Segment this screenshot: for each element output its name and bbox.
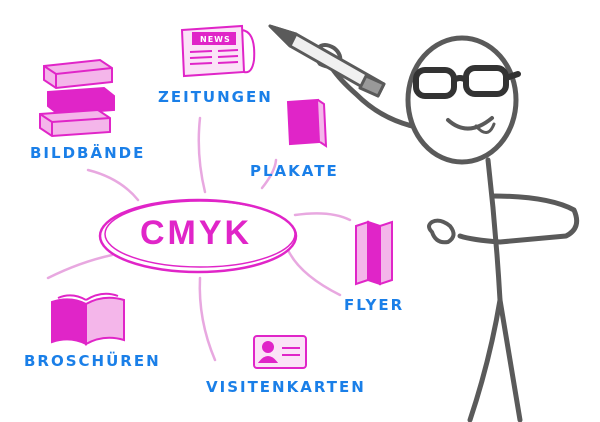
- figure-smile: [446, 116, 494, 131]
- poster-icon: [286, 98, 328, 148]
- business-card-icon: [253, 335, 307, 369]
- figure-head: [405, 35, 519, 165]
- books-icon: [39, 58, 115, 138]
- node-label-zeitungen: ZEITUNGEN: [158, 88, 273, 106]
- glasses-icon: [413, 65, 521, 99]
- node-label-visitenkarten: VISITENKARTEN: [206, 378, 366, 396]
- node-label-flyer: FLYER: [344, 296, 405, 314]
- node-label-broschueren: BROSCHÜREN: [24, 352, 161, 370]
- node-label-bildbaende: BILDBÄNDE: [30, 144, 146, 162]
- connector-zeitungen: [197, 116, 207, 194]
- figure-right-leg: [497, 297, 523, 422]
- newspaper-icon: [180, 24, 256, 78]
- connector-lines: [46, 116, 352, 362]
- center-label: CMYK: [140, 214, 253, 252]
- newspaper-badge-text: NEWS: [200, 35, 231, 44]
- connector-bildbaende: [86, 168, 140, 202]
- figure-raised-arm: [329, 65, 415, 129]
- stick-figure: [313, 35, 580, 422]
- connector-broschueren: [46, 253, 114, 280]
- connector-plakate: [260, 158, 278, 190]
- connector-flyer: [286, 248, 342, 297]
- connector-extra: [293, 212, 352, 222]
- pen-icon: [268, 24, 386, 98]
- figure-body: [485, 157, 503, 303]
- figure-bent-arm: [457, 193, 580, 245]
- brochure-icon: [51, 292, 125, 346]
- node-label-plakate: PLAKATE: [250, 162, 339, 180]
- figure-left-leg: [467, 297, 503, 422]
- flyer-icon: [355, 220, 393, 286]
- center-ellipse: [98, 198, 298, 274]
- connector-visitenkarten: [198, 276, 217, 362]
- figure-tongue: [474, 122, 496, 134]
- figure-pointing-hand: [427, 218, 456, 245]
